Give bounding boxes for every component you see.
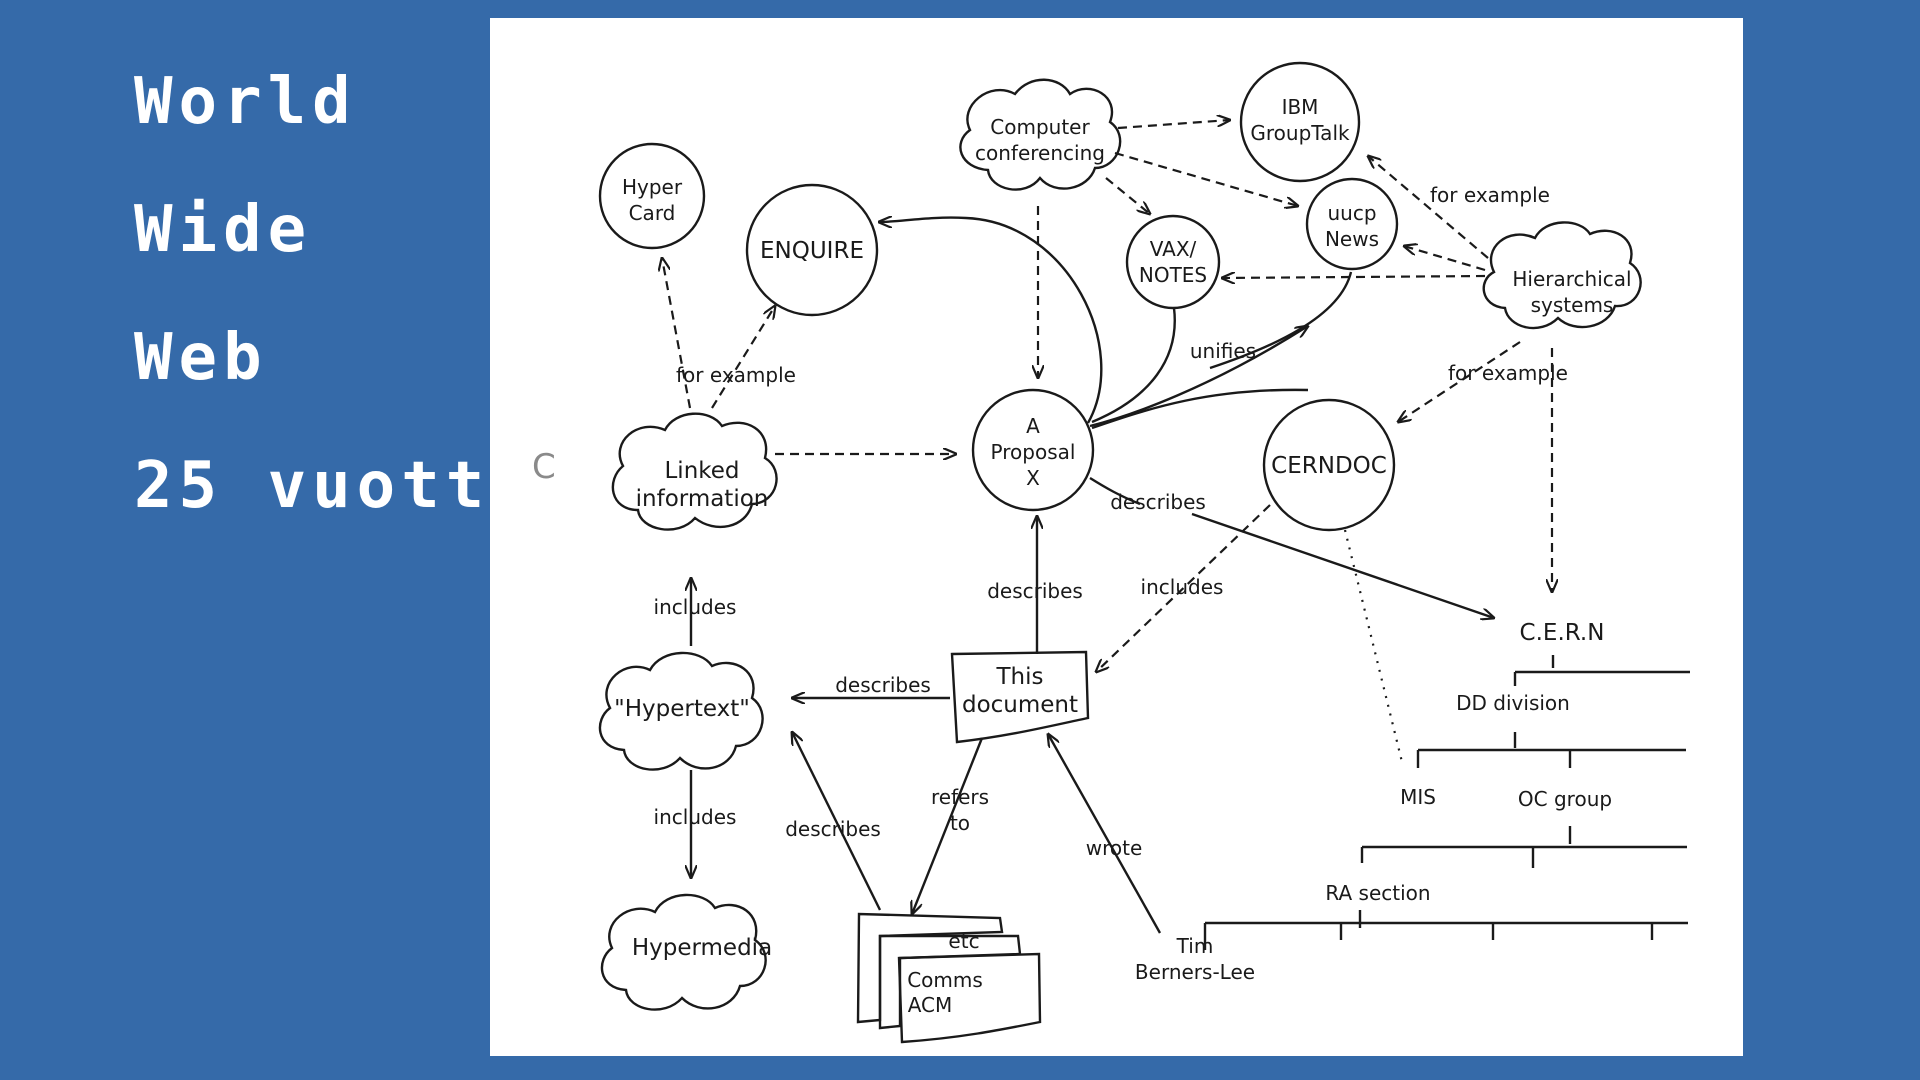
label-ibm-2: GroupTalk (1250, 121, 1350, 145)
slide-title: World Wide Web 25 vuotta (134, 70, 535, 582)
edge-label-wrote: wrote (1086, 836, 1143, 860)
edge-label-refers: refers (931, 785, 989, 809)
label-computer-conferencing-1: Computer (990, 115, 1090, 139)
arrow-comms-hypertext (792, 732, 882, 911)
arrow-cerndoc-document (1096, 504, 1271, 672)
arrow-proposal-enquire (879, 218, 1103, 424)
cloud-hypertext (598, 651, 764, 771)
title-line-web: Web (134, 321, 268, 395)
edge-label-to: to (950, 811, 970, 835)
label-proposal-2: Proposal (991, 440, 1076, 464)
edge-label-for-example-top-right: for example (1430, 183, 1550, 207)
edge-label-includes-hypermedia: includes (654, 805, 737, 829)
arrow-hierarchical-cerndoc (1398, 341, 1521, 422)
arrow-hierarchical-ibm (1368, 156, 1489, 259)
edge-label-includes-cerndoc: includes (1141, 575, 1224, 599)
title-line-world: World (134, 65, 357, 139)
label-hypercard-1: Hyper (622, 175, 683, 199)
node-this-document-shape (950, 650, 1090, 744)
label-hypermedia: Hypermedia (632, 935, 772, 961)
diagram-shapes (598, 61, 1690, 1044)
label-this-document-1: This (996, 664, 1044, 690)
label-uucp-2: News (1325, 227, 1379, 251)
cloud-linked-information (611, 412, 778, 531)
label-vax-1: VAX/ (1150, 237, 1197, 261)
dotted-cerndoc-mis (1343, 529, 1404, 763)
label-tim-2: Berners-Lee (1135, 960, 1255, 984)
edge-label-describes-proposal: describes (987, 579, 1083, 603)
edge-label-describes-comms: describes (785, 817, 881, 841)
arrow-conferencing-vax (1105, 177, 1150, 214)
title-line-25-vuotta: 25 vuotta (134, 449, 535, 523)
arrow-linked-hypercard (662, 258, 692, 409)
label-cern: C.E.R.N (1520, 620, 1605, 646)
cloud-computer-conferencing (959, 78, 1122, 191)
node-enquire-circle (745, 183, 879, 317)
label-enquire: ENQUIRE (760, 238, 864, 264)
line-uucp-unify (1209, 271, 1353, 370)
arrow-tim-document (1048, 734, 1162, 934)
edge-label-for-example-left: for example (676, 363, 796, 387)
arrow-hierarchical-vax (1222, 276, 1486, 278)
comms-sheet-front (897, 952, 1042, 1044)
org-tree-lines (1203, 655, 1690, 950)
label-comms-2: ACM (908, 993, 953, 1017)
label-oc-group: OC group (1518, 787, 1612, 811)
label-mis: MIS (1400, 785, 1436, 809)
edge-label-includes-linked: includes (654, 595, 737, 619)
title-line-wide: Wide (134, 193, 313, 267)
dashed-arrows (662, 120, 1552, 672)
node-ibm-circle (1239, 61, 1361, 183)
label-proposal-3: X (1026, 466, 1040, 490)
edge-label-describes-cern: describes (1110, 490, 1206, 514)
label-dd-division: DD division (1456, 691, 1570, 715)
node-vax-circle (1125, 214, 1221, 310)
label-computer-conferencing-2: conferencing (975, 141, 1105, 165)
edge-label-describes-hypertext: describes (835, 673, 931, 697)
label-cerndoc: CERNDOC (1271, 453, 1387, 479)
edge-label-unifies: unifies (1190, 339, 1256, 363)
label-proposal-1: A (1026, 414, 1040, 438)
label-hierarchical-2: systems (1531, 293, 1614, 317)
arrow-linked-enquire (711, 306, 775, 409)
node-cerndoc-circle (1262, 398, 1396, 532)
label-linked-1: Linked (664, 458, 739, 484)
arrow-hierarchical-uucp (1404, 246, 1486, 272)
label-hypercard-2: Card (629, 201, 676, 225)
line-cerndoc-unify (1091, 388, 1309, 430)
label-this-document-2: document (962, 692, 1078, 718)
label-linked-2: information (636, 486, 769, 512)
node-uucp-circle (1305, 177, 1399, 271)
label-etc: etc (948, 929, 979, 953)
edge-label-for-example-right: for example (1448, 361, 1568, 385)
arrow-conferencing-uucp (1114, 151, 1298, 206)
line-vax-unify (1091, 307, 1176, 424)
proposal-diagram: C Hyper Card ENQUIRE Computer conferenci… (532, 61, 1690, 1044)
solid-lines (1089, 271, 1353, 506)
diagram-panel: C Hyper Card ENQUIRE Computer conferenci… (490, 18, 1743, 1056)
label-vax-2: NOTES (1139, 263, 1207, 287)
label-uucp-1: uucp (1327, 201, 1376, 225)
arrow-unifies (1089, 326, 1308, 428)
label-tim-1: Tim (1176, 934, 1214, 958)
arrow-describes-cern (1191, 512, 1494, 618)
node-hypercard-circle (598, 142, 706, 250)
arrow-conferencing-ibm (1117, 120, 1230, 130)
label-hypertext: "Hypertext" (614, 696, 750, 722)
stray-scan-mark: C (532, 447, 556, 487)
cloud-hypermedia (600, 893, 767, 1011)
label-ra-section: RA section (1325, 881, 1430, 905)
label-hierarchical-1: Hierarchical (1512, 267, 1631, 291)
line-proposal-describes (1089, 476, 1141, 506)
label-comms-1: Comms (907, 968, 983, 992)
arrow-document-comms (912, 737, 984, 914)
solid-arrows (691, 218, 1494, 934)
cloud-hierarchical-systems (1482, 221, 1642, 330)
node-proposal-circle (971, 388, 1095, 512)
label-ibm-1: IBM (1282, 95, 1319, 119)
